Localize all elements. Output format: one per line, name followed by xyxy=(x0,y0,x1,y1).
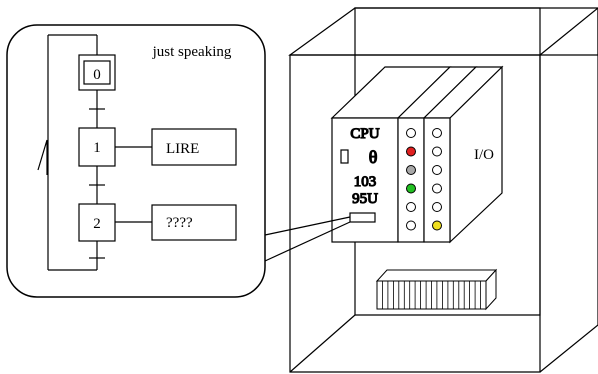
io-module-1-led-2 xyxy=(406,146,416,157)
io-module-1-led-5 xyxy=(406,202,416,212)
io-module-1-led-1 xyxy=(406,128,416,138)
io-module-2-led-5 xyxy=(432,202,442,212)
io-module-2-led-6 xyxy=(432,220,442,231)
callout-line-upper xyxy=(264,216,351,236)
step-2-box xyxy=(78,203,116,242)
step-0-inner-box xyxy=(83,60,111,85)
cabinet-top-face xyxy=(288,7,598,56)
callout-line-lower xyxy=(264,221,351,262)
cabinet-edge-bottom-right xyxy=(539,324,598,373)
step-1-box xyxy=(78,127,116,167)
io-module-2-led-3 xyxy=(432,165,442,175)
grafcet-labels: 0 1 2 LIRE ???? xyxy=(93,67,199,232)
cpu-port xyxy=(349,212,376,223)
io-module-2-led-2 xyxy=(432,146,442,157)
io-module-1-leds xyxy=(406,128,416,231)
io-module-2-leds xyxy=(432,128,442,231)
io-module-2-led-1 xyxy=(432,128,442,138)
io-label: I/O xyxy=(474,147,494,163)
grafcet-chart xyxy=(37,34,237,271)
action-1-box xyxy=(151,128,237,166)
io-module-1-led-6 xyxy=(406,220,416,231)
model-line-2: 95U xyxy=(352,191,378,207)
control-cabinet xyxy=(288,7,598,373)
plc-rack: CPU θ 103 95U I/O xyxy=(330,65,504,244)
action-2-box xyxy=(151,204,237,241)
loop-arrow xyxy=(37,139,48,175)
callout-connector xyxy=(264,216,351,262)
terminal-lines xyxy=(381,281,482,309)
model-line-1: 103 xyxy=(354,174,377,190)
terminal-block xyxy=(375,268,498,311)
step-1-label: 1 xyxy=(93,140,101,156)
bubble-caption: just speaking xyxy=(152,44,232,60)
step-2-label: 2 xyxy=(93,216,101,232)
action-2-label: ???? xyxy=(166,215,193,231)
step-0-label: 0 xyxy=(93,67,101,83)
io-module-1-led-3 xyxy=(406,165,416,175)
cpu-title: CPU xyxy=(350,126,379,142)
theta-symbol: θ xyxy=(369,147,378,167)
io-module-1-led-4 xyxy=(406,183,416,194)
cpu-indicator xyxy=(340,149,349,164)
io-module-2-led-4 xyxy=(432,183,442,194)
cabinet-edge-top-right xyxy=(539,7,598,56)
terminal-block-top xyxy=(375,269,498,282)
action-1-label: LIRE xyxy=(166,141,199,157)
cabinet-edge-bottom-left xyxy=(289,314,356,373)
